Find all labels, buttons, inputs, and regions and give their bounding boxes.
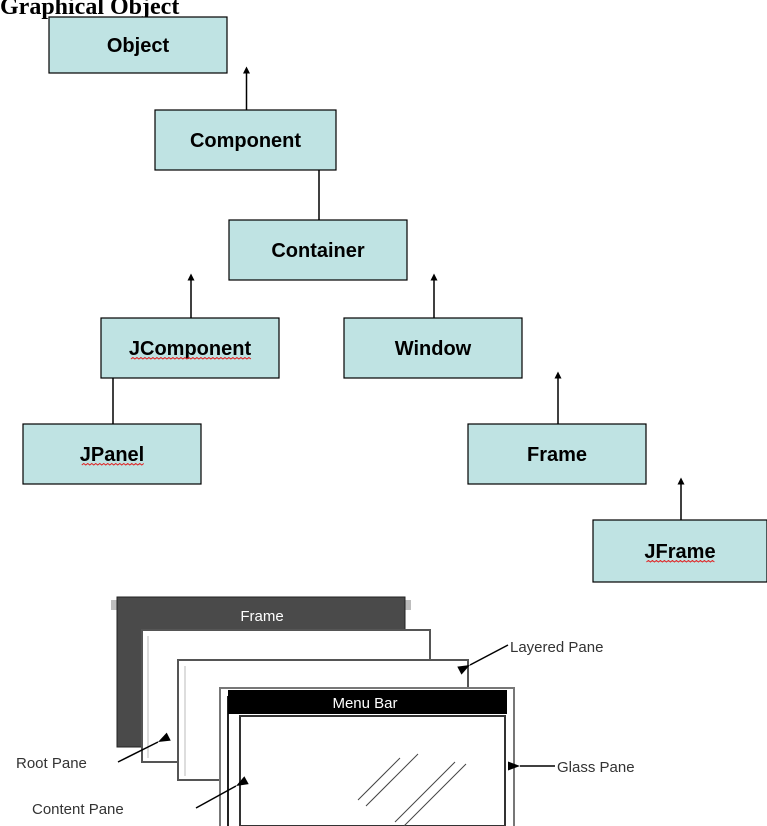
class-node-object: Object bbox=[48, 16, 228, 74]
menu-bar bbox=[228, 690, 507, 714]
content-pane-label: Content Pane bbox=[32, 801, 124, 818]
class-box bbox=[592, 519, 767, 583]
class-label: JPanel bbox=[80, 444, 144, 466]
class-node-container: Container bbox=[228, 219, 408, 281]
class-label: Component bbox=[190, 130, 301, 152]
class-box bbox=[100, 317, 280, 379]
class-box bbox=[48, 16, 228, 74]
glass-pane-label: Glass Pane bbox=[557, 759, 635, 776]
class-box bbox=[228, 219, 408, 281]
layered-pane-label: Layered Pane bbox=[510, 639, 603, 656]
class-node-component: Component bbox=[154, 109, 337, 171]
spellcheck-underline bbox=[130, 356, 252, 360]
class-label: Window bbox=[395, 338, 472, 360]
class-box bbox=[22, 423, 202, 485]
class-label: Frame bbox=[527, 444, 587, 466]
class-node-jframe: JFrame bbox=[592, 519, 767, 583]
class-label: JFrame bbox=[644, 541, 715, 563]
class-node-jcomponent: JComponent bbox=[100, 317, 280, 379]
glass-reflection bbox=[357, 757, 401, 801]
class-box bbox=[467, 423, 647, 485]
glass-pane-layer bbox=[239, 715, 506, 826]
class-node-frame: Frame bbox=[467, 423, 647, 485]
class-label: Object bbox=[107, 35, 170, 57]
class-label: Container bbox=[271, 240, 365, 262]
frame-title: Frame bbox=[240, 608, 283, 625]
pane-layers-illustration: Frame Menu Bar Layered Pane Root Pane Gl… bbox=[16, 596, 635, 826]
class-node-window: Window bbox=[343, 317, 523, 379]
class-box bbox=[343, 317, 523, 379]
class-box bbox=[154, 109, 337, 171]
spellcheck-underline bbox=[646, 559, 715, 563]
spellcheck-underline bbox=[81, 462, 145, 466]
root-pane-label: Root Pane bbox=[16, 755, 87, 772]
class-node-jpanel: JPanel bbox=[22, 423, 202, 485]
class-label: JComponent bbox=[129, 338, 252, 360]
menu-bar-label: Menu Bar bbox=[332, 695, 397, 712]
page-heading: Graphical Object bbox=[0, 0, 179, 20]
